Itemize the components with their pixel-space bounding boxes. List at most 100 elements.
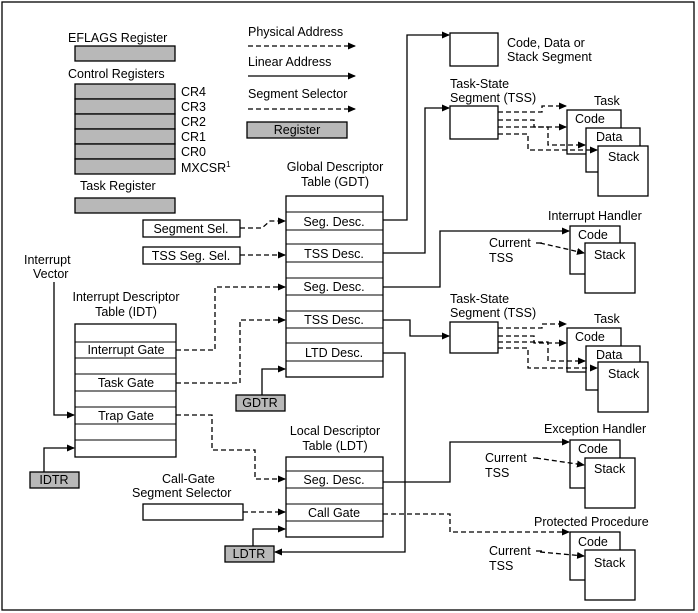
task2-stack-label: Stack [608, 367, 640, 381]
ldt-row-call-gate: Call Gate [308, 506, 360, 520]
idt-row-trap-gate: Trap Gate [98, 409, 154, 423]
interrupt-vector-line1: Interrupt [24, 253, 71, 267]
ltd-desc-to-ldtr-arrow [274, 352, 406, 556]
code-data-stack-label-line1: Code, Data or [507, 36, 585, 50]
tss-desc-to-tss1-arrow [383, 104, 450, 254]
tss2-to-stack-arrow [498, 347, 598, 372]
cr2-register [74, 113, 176, 130]
gdt-row-tss-desc-1: TSS Desc. [304, 247, 364, 261]
legend-physical-label: Physical Address [248, 25, 343, 39]
legend-linear-label: Linear Address [248, 55, 331, 69]
trap-gate-to-ldt-arrow [176, 414, 286, 483]
legend-register-label: Register [274, 123, 321, 137]
gdt-title-line2: Table (GDT) [301, 175, 369, 189]
gdt-row-seg-desc-2: Seg. Desc. [303, 280, 364, 294]
code-data-stack-segment-box [449, 32, 499, 67]
task1-stack-label: Stack [608, 150, 640, 164]
idtr-to-idt-arrow [43, 444, 75, 472]
ldt-title-line2: Table (LDT) [302, 439, 367, 453]
legend-register-box [246, 121, 348, 139]
gdt-row-seg-desc-1: Seg. Desc. [303, 215, 364, 229]
gdt-title-line1: Global Descriptor [287, 160, 384, 174]
task2-stack-segment [597, 361, 649, 413]
interrupt-handler-title: Interrupt Handler [548, 209, 642, 223]
cr1-register [74, 128, 176, 145]
cr0-label: CR0 [181, 145, 206, 159]
call-gate-selector-line2: Segment Selector [132, 486, 231, 500]
tss1-to-code-arrow [498, 102, 567, 113]
idt-row-interrupt-gate: Interrupt Gate [87, 343, 164, 357]
cr4-register [74, 83, 176, 100]
mxcsr-register [74, 158, 176, 175]
ldt-title-line1: Local Descriptor [290, 424, 380, 438]
call-gate-selector-box [142, 503, 244, 521]
task1-data-label: Data [596, 130, 622, 144]
interrupt-handler-stack-segment [584, 242, 636, 294]
ldt-table [285, 456, 384, 538]
tss2-box [449, 321, 499, 354]
tss1-box [449, 105, 499, 140]
idtr-register [29, 471, 80, 489]
call-gate-to-protected-procedure-arrow [383, 513, 570, 536]
eflags-label: EFLAGS Register [68, 31, 167, 45]
exception-handler-current-tss-arrow [535, 457, 585, 468]
exception-handler-stack-label: Stack [594, 462, 626, 476]
eflags-register [74, 45, 176, 62]
ldtr-to-ldt-arrow [252, 525, 286, 546]
task2-stack [566, 327, 649, 413]
tss2-title-line2: Segment (TSS) [450, 306, 536, 320]
task1-label: Task [594, 94, 620, 108]
task1-code-label: Code [575, 112, 605, 126]
protected-procedure-current-label: Current [489, 544, 531, 558]
cr4-label: CR4 [181, 85, 206, 99]
tss-segment-selector-label: TSS Seg. Sel. [152, 249, 231, 263]
exception-handler-current-label: Current [485, 451, 527, 465]
exception-handler-code-label: Code [578, 442, 608, 456]
exception-handler-title: Exception Handler [544, 422, 646, 436]
interrupt-vector-line2: Vector [33, 267, 68, 281]
tss1-to-stack-arrow [498, 133, 598, 154]
cr3-register [74, 98, 176, 115]
task2-data-label: Data [596, 348, 622, 362]
exception-handler-stack-segment [584, 457, 636, 509]
tss1-to-code-arrow-2 [498, 119, 567, 131]
segment-selector-label: Segment Sel. [153, 222, 228, 236]
task2-label: Task [594, 312, 620, 326]
interrupt-handler-tss-label: TSS [489, 251, 513, 265]
task1-stack [566, 109, 649, 197]
cr0-register [74, 143, 176, 160]
tss2-to-code-arrow-2 [498, 335, 567, 347]
protected-procedure-stack [569, 531, 636, 601]
tss2-title-line1: Task-State [450, 292, 509, 306]
gdt-row-tss-desc-2: TSS Desc. [304, 313, 364, 327]
protected-procedure-title: Protected Procedure [534, 515, 649, 529]
tss2-to-code-arrow [498, 320, 567, 329]
idtr-label: IDTR [39, 473, 68, 487]
gdt-row-ltd-desc: LTD Desc. [305, 346, 363, 360]
tss-desc-to-tss2-arrow [383, 319, 450, 340]
protected-procedure-code-label: Code [578, 535, 608, 549]
interrupt-handler-current-label: Current [489, 236, 531, 250]
exception-handler-tss-label: TSS [485, 466, 509, 480]
segment-selector-arrow [240, 217, 286, 229]
protected-procedure-tss-label: TSS [489, 559, 513, 573]
idt-row-task-gate: Task Gate [98, 376, 154, 390]
interrupt-handler-code-label: Code [578, 228, 608, 242]
cr3-label: CR3 [181, 100, 206, 114]
control-registers-label: Control Registers [68, 67, 165, 81]
task1-stack-segment [597, 145, 649, 197]
interrupt-handler-stack-label: Stack [594, 248, 626, 262]
ldt-row-seg-desc: Seg. Desc. [303, 473, 364, 487]
idt-title-line1: Interrupt Descriptor [73, 290, 180, 304]
cr2-label: CR2 [181, 115, 206, 129]
tss1-title-line2: Segment (TSS) [450, 91, 536, 105]
legend-selector-label: Segment Selector [248, 87, 347, 101]
call-gate-selector-line1: Call-Gate [162, 472, 215, 486]
interrupt-vector-arrow [53, 282, 75, 419]
task-register [74, 197, 176, 214]
control-registers-stack [74, 83, 176, 175]
gdtr-register [235, 394, 286, 412]
seg-desc-to-interrupt-handler-arrow [383, 227, 570, 288]
ldtr-label: LDTR [233, 547, 266, 561]
